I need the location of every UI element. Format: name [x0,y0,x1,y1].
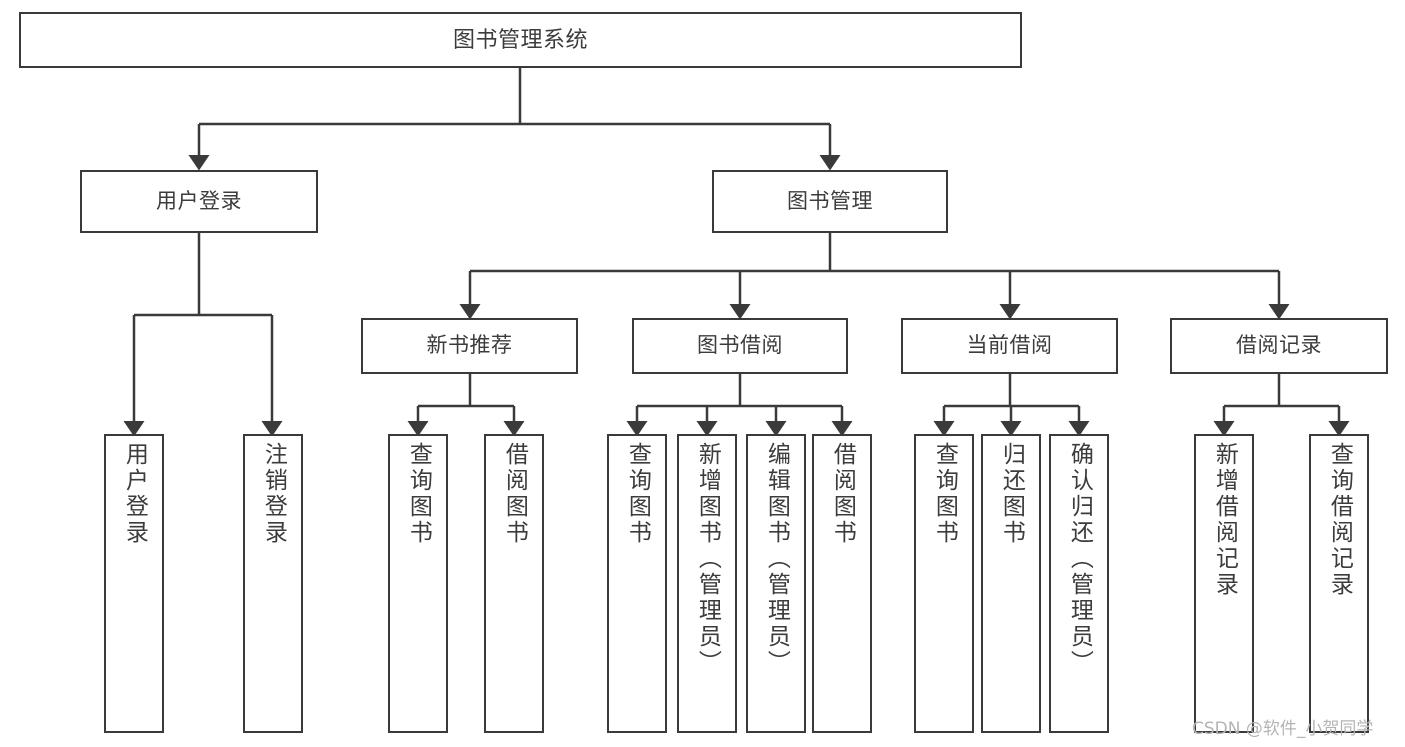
leaf-user-login-signin[interactable]: 用户登录 [104,434,164,733]
node-borrow-record[interactable]: 借阅记录 [1170,318,1388,374]
node-label: 查询借阅记录 [1326,442,1353,598]
node-label: 当前借阅 [966,334,1053,358]
leaf-user-login-signout[interactable]: 注销登录 [243,434,303,733]
node-label: 编辑图书（管理员） [763,442,790,676]
leaf-current-return-book[interactable]: 归还图书 [981,434,1041,733]
node-label: 新书推荐 [426,334,513,358]
node-label: 查询图书 [624,442,651,546]
node-label: 图书借阅 [697,334,783,358]
node-label: 查询图书 [405,442,432,546]
node-label: 图书管理系统 [452,26,588,52]
node-label: 新增借阅记录 [1211,442,1238,598]
node-user-login[interactable]: 用户登录 [80,170,318,233]
node-current-borrow[interactable]: 当前借阅 [901,318,1118,374]
node-label: 用户登录 [156,189,242,213]
node-label: 图书管理 [787,189,873,213]
leaf-new-book-query[interactable]: 查询图书 [388,434,448,733]
node-label: 新增图书（管理员） [694,442,721,676]
node-label: 借阅图书 [829,442,856,546]
node-label: 查询图书 [931,442,958,546]
leaf-borrow-edit-book-admin[interactable]: 编辑图书（管理员） [746,434,806,733]
leaf-record-query-record[interactable]: 查询借阅记录 [1309,434,1369,733]
node-label: 注销登录 [260,442,287,546]
leaf-new-book-borrow[interactable]: 借阅图书 [484,434,544,733]
node-book-management[interactable]: 图书管理 [712,170,948,233]
node-label: 借阅图书 [501,442,528,546]
leaf-borrow-add-book-admin[interactable]: 新增图书（管理员） [677,434,737,733]
node-label: 归还图书 [998,442,1025,546]
csdn-watermark: CSDN @软件_小贺同学 [1192,719,1374,739]
node-label: 用户登录 [121,442,148,546]
node-root-system[interactable]: 图书管理系统 [19,12,1022,68]
node-label: 确认归还（管理员） [1066,442,1093,676]
leaf-current-confirm-return-admin[interactable]: 确认归还（管理员） [1049,434,1109,733]
leaf-record-add-record[interactable]: 新增借阅记录 [1194,434,1254,733]
leaf-borrow-borrow-book[interactable]: 借阅图书 [812,434,872,733]
node-label: 借阅记录 [1236,334,1322,358]
leaf-borrow-query-book[interactable]: 查询图书 [607,434,667,733]
node-new-book-recommend[interactable]: 新书推荐 [361,318,578,374]
node-book-borrow[interactable]: 图书借阅 [632,318,848,374]
leaf-current-query-book[interactable]: 查询图书 [914,434,974,733]
